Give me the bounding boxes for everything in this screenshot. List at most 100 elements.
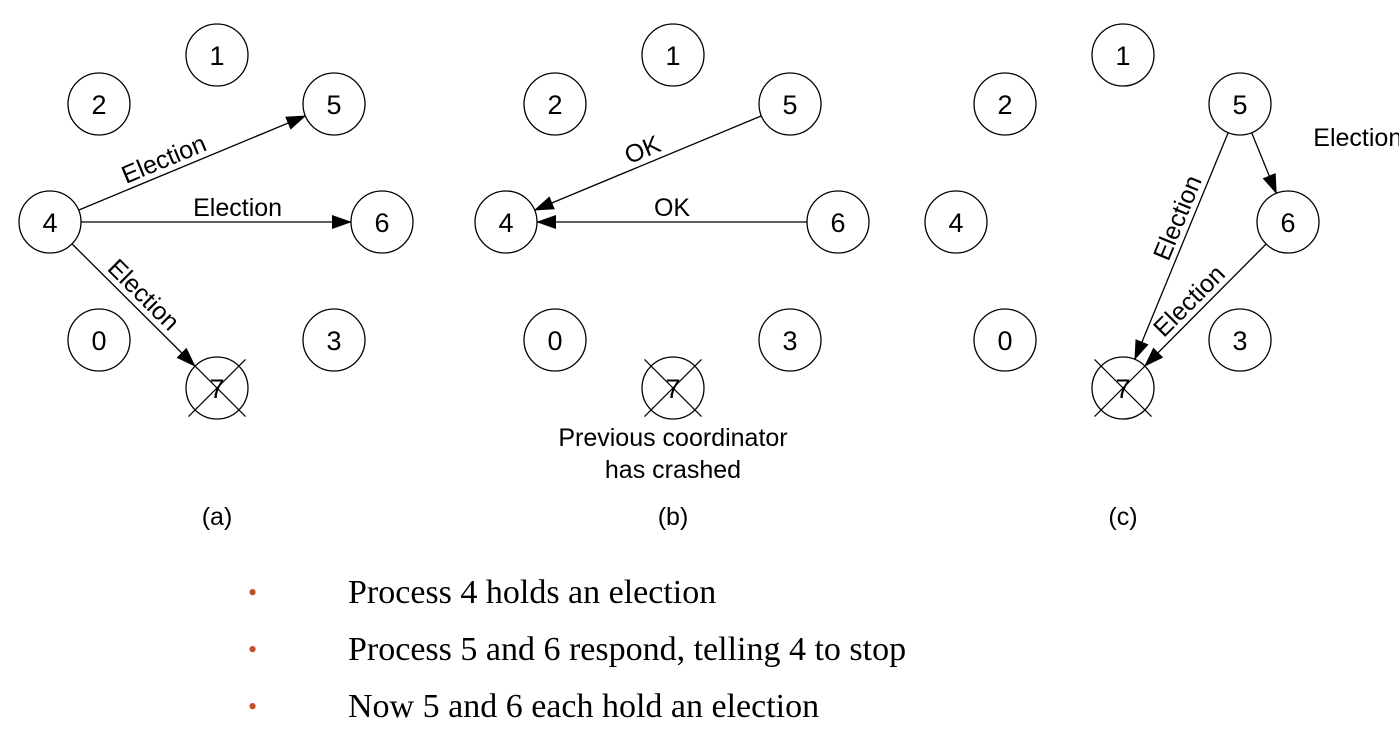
node-label: 3 <box>1232 326 1247 356</box>
edge-label: Election <box>1148 172 1208 265</box>
bullet-marker: • <box>248 635 258 664</box>
node-label: 6 <box>1280 208 1295 238</box>
node-circle <box>806 190 870 254</box>
node-circle <box>67 308 131 372</box>
node-label: 3 <box>782 326 797 356</box>
node-circle <box>67 72 131 136</box>
process-node-2: 2 <box>523 72 587 136</box>
bullet-text: Process 4 holds an election <box>348 574 717 611</box>
bullet-marker: • <box>248 692 258 721</box>
node-label: 6 <box>830 208 845 238</box>
edge-label: OK <box>621 130 665 170</box>
process-node-5: 5 <box>302 72 366 136</box>
edge-4-to-5 <box>78 115 307 211</box>
node-circle <box>302 72 366 136</box>
node-circle <box>302 308 366 372</box>
node-circle <box>18 190 82 254</box>
node-label: 7 <box>665 374 680 404</box>
node-circle <box>350 190 414 254</box>
edge-label: Election <box>1313 124 1399 152</box>
node-circle <box>523 308 587 372</box>
process-node-0: 0 <box>523 308 587 372</box>
process-node-7: 7 <box>1091 356 1155 420</box>
node-label: 2 <box>91 90 106 120</box>
node-label: 6 <box>374 208 389 238</box>
process-node-1: 1 <box>641 23 705 87</box>
node-circle <box>1256 190 1320 254</box>
process-node-2: 2 <box>973 72 1037 136</box>
node-label: 3 <box>326 326 341 356</box>
edge-label: OK <box>654 194 690 222</box>
bullet-marker: • <box>248 578 258 607</box>
bully-algorithm-diagram: ElectionElectionElection01234567(a)OKOK0… <box>18 23 1399 531</box>
panel-caption: (b) <box>658 503 689 531</box>
edge-5-to-7 <box>1134 132 1229 361</box>
node-label: 1 <box>1115 41 1130 71</box>
panel-note-line: Previous coordinator <box>558 424 787 452</box>
node-label: 2 <box>547 90 562 120</box>
node-circle <box>1208 308 1272 372</box>
node-circle <box>523 72 587 136</box>
node-label: 7 <box>1115 374 1130 404</box>
edge-label: Election <box>193 194 282 222</box>
bullet-text: Process 5 and 6 respond, telling 4 to st… <box>348 631 907 668</box>
process-node-2: 2 <box>67 72 131 136</box>
process-node-4: 4 <box>18 190 82 254</box>
node-circle <box>758 72 822 136</box>
node-circle <box>474 190 538 254</box>
node-circle <box>758 308 822 372</box>
node-label: 4 <box>498 208 513 238</box>
process-node-6: 6 <box>1256 190 1320 254</box>
process-node-5: 5 <box>758 72 822 136</box>
process-node-6: 6 <box>350 190 414 254</box>
edge-5-to-6 <box>1251 132 1277 195</box>
panel-caption: (a) <box>202 503 233 531</box>
edge-4-to-7 <box>71 243 196 367</box>
crash-cross-line <box>188 359 246 417</box>
node-label: 4 <box>948 208 963 238</box>
node-label: 1 <box>665 41 680 71</box>
edge-6-to-7 <box>1144 243 1267 367</box>
process-node-4: 4 <box>924 190 988 254</box>
node-circle <box>641 23 705 87</box>
node-label: 0 <box>997 326 1012 356</box>
node-label: 1 <box>209 41 224 71</box>
process-node-3: 3 <box>302 308 366 372</box>
panel-caption: (c) <box>1108 503 1137 531</box>
process-node-3: 3 <box>758 308 822 372</box>
edge-5-to-4 <box>533 115 762 211</box>
node-label: 4 <box>42 208 57 238</box>
node-label: 0 <box>91 326 106 356</box>
node-label: 7 <box>209 374 224 404</box>
process-node-4: 4 <box>474 190 538 254</box>
crash-cross-line <box>644 359 702 417</box>
bullet-text: Now 5 and 6 each hold an election <box>348 688 820 725</box>
node-label: 5 <box>1232 90 1247 120</box>
process-node-5: 5 <box>1208 72 1272 136</box>
edge-label: Election <box>118 129 211 189</box>
node-circle <box>1208 72 1272 136</box>
process-node-3: 3 <box>1208 308 1272 372</box>
node-label: 5 <box>782 90 797 120</box>
node-circle <box>924 190 988 254</box>
node-label: 5 <box>326 90 341 120</box>
process-node-6: 6 <box>806 190 870 254</box>
process-node-7: 7 <box>185 356 249 420</box>
node-label: 0 <box>547 326 562 356</box>
panel-note-line: has crashed <box>605 456 741 484</box>
process-node-1: 1 <box>1091 23 1155 87</box>
node-circle <box>185 23 249 87</box>
process-node-1: 1 <box>185 23 249 87</box>
node-circle <box>1091 23 1155 87</box>
process-node-0: 0 <box>973 308 1037 372</box>
process-node-7: 7 <box>641 356 705 420</box>
node-circle <box>973 72 1037 136</box>
node-circle <box>973 308 1037 372</box>
diagram-panels: ElectionElectionElection01234567(a)OKOK0… <box>18 23 1399 531</box>
process-node-0: 0 <box>67 308 131 372</box>
crash-cross-line <box>1094 359 1152 417</box>
node-label: 2 <box>997 90 1012 120</box>
